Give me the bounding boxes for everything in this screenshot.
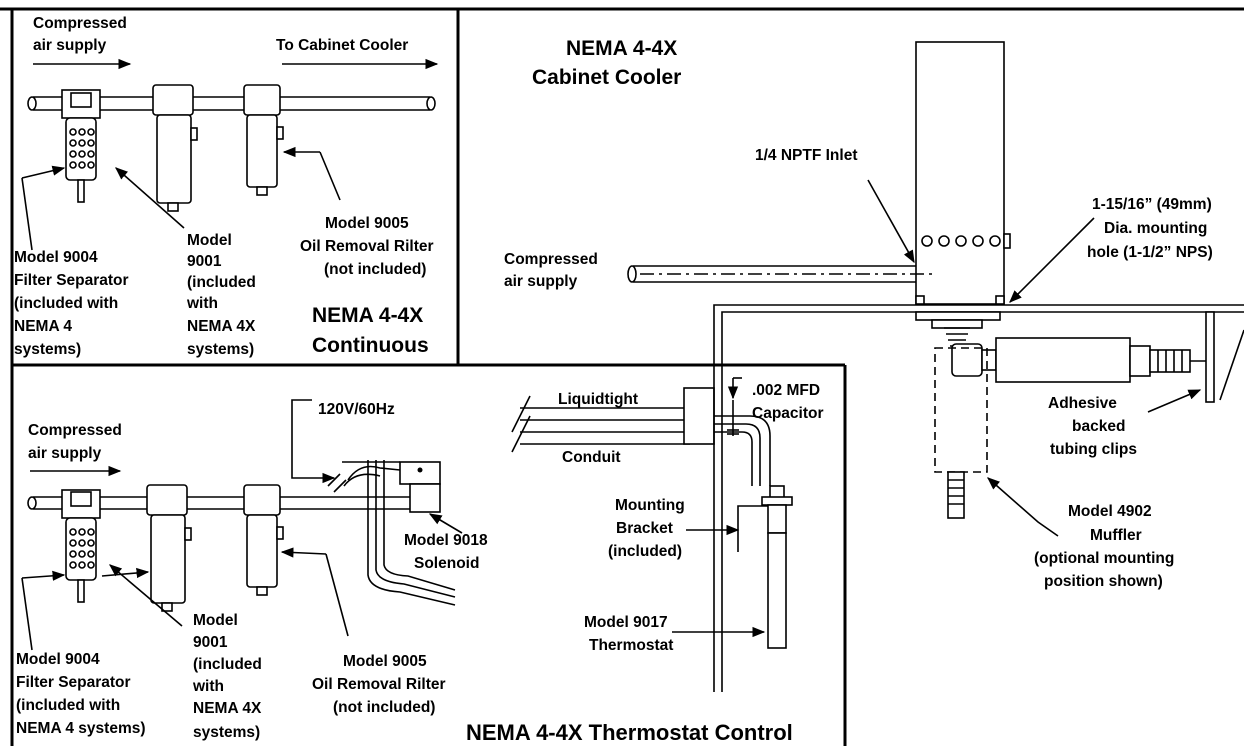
p2-conduit — [511, 387, 771, 486]
p1-filter-sep-l4: NEMA 4 — [14, 318, 72, 335]
p1-filter-sep-l1: Model 9004 — [14, 249, 98, 266]
p1-filter-sep-l5: systems) — [14, 341, 81, 358]
p2-air-in-line1: Compressed — [28, 422, 122, 439]
p2-9001-l1: Model — [193, 612, 238, 629]
p2-filter-9005 — [243, 484, 284, 596]
p3-mount-hole-l1: 1-15/16” (49mm) — [1092, 196, 1212, 213]
p2-9001-l6: systems) — [193, 724, 260, 741]
p1-9001-l6: systems) — [187, 341, 254, 358]
p3-clips-l1: Adhesive — [1048, 395, 1117, 412]
p2-filter-sep-l1: Model 9004 — [16, 651, 100, 668]
p1-filter-sep-l3: (included with — [14, 295, 118, 312]
p1-title-l1: NEMA 4-4X — [312, 304, 423, 327]
p2-capacitor-l2: Capacitor — [752, 405, 824, 422]
p1-9005-leader — [319, 151, 341, 201]
p1-9005-l3: (not included) — [324, 261, 426, 278]
p2-solenoid-leader — [428, 513, 463, 534]
p2-solenoid — [342, 460, 456, 606]
p3-mount-hole-l3: hole (1-1/2” NPS) — [1087, 244, 1213, 261]
p2-voltage-leader — [291, 399, 336, 484]
p2-9001-l5: NEMA 4X — [193, 700, 262, 717]
p2-9001-l2: 9001 — [193, 634, 228, 651]
p1-9005-l1: Model 9005 — [325, 215, 409, 232]
p1-filter-sep-leader — [21, 177, 33, 251]
p2-liquidtight-label: Liquidtight — [558, 391, 638, 408]
p1-9001-l1: Model — [187, 232, 232, 249]
p3-title-l1: NEMA 4-4X — [566, 37, 677, 60]
panel-frames — [0, 7, 1244, 746]
p1-filter-9005 — [243, 84, 284, 196]
p2-solenoid-l1: Model 9018 — [404, 532, 488, 549]
p1-9001-leader — [115, 167, 185, 229]
p2-solenoid-l2: Solenoid — [414, 555, 479, 572]
panel-continuous: Compressed air supply To Cabinet Cooler — [14, 15, 439, 358]
p1-9001-l4: with — [186, 295, 218, 312]
p1-filter-sep-l2: Filter Separator — [14, 272, 129, 289]
p3-muffler-leader — [987, 477, 1059, 537]
p2-voltage-label: 120V/60Hz — [318, 401, 395, 418]
p1-title-l2: Continuous — [312, 334, 429, 357]
p3-muffler-l1: Model 4902 — [1068, 503, 1152, 520]
p2-9005-l2: Oil Removal Rilter — [312, 676, 446, 693]
p1-air-pipe — [27, 96, 436, 111]
panel-thermostat: Compressed air supply 120V/60Hz — [16, 377, 824, 745]
p3-muffler — [934, 311, 1244, 519]
p3-clips-l2: backed — [1072, 418, 1125, 435]
p2-9001-l4: with — [192, 678, 224, 695]
p1-9005-l2: Oil Removal Rilter — [300, 238, 434, 255]
p2-bracket-l1: Mounting — [615, 497, 685, 514]
p2-thermostat-l1: Model 9017 — [584, 614, 668, 631]
p2-air-in-line2: air supply — [28, 445, 102, 462]
p2-9001-l3: (included — [193, 656, 262, 673]
p1-filter-9001 — [152, 84, 198, 212]
p2-thermostat — [737, 485, 793, 649]
p2-bracket-l2: Bracket — [616, 520, 673, 537]
p2-conduit-label: Conduit — [562, 449, 621, 466]
p1-to-cooler-label: To Cabinet Cooler — [276, 37, 408, 54]
panel-cooler: NEMA 4-4X Cabinet Cooler — [504, 37, 1244, 692]
p2-filter-sep-leader — [21, 577, 33, 651]
p1-9001-l3: (included — [187, 274, 256, 291]
p3-clips-l3: tubing clips — [1050, 441, 1137, 458]
p3-inlet-label: 1/4 NPTF Inlet — [755, 147, 858, 164]
p2-9005-leader — [325, 553, 349, 637]
p2-filter-9001 — [146, 484, 192, 612]
p3-muffler-l3: (optional mounting — [1034, 550, 1174, 567]
p2-air-pipe — [27, 473, 440, 510]
p3-mount-hole-l2: Dia. mounting — [1104, 220, 1207, 237]
p1-air-in-line1: Compressed — [33, 15, 127, 32]
p3-air-in-l1: Compressed — [504, 251, 598, 268]
p2-filter-sep-l2: Filter Separator — [16, 674, 131, 691]
p2-capacitor-l1: .002 MFD — [752, 382, 820, 399]
p1-9001-l2: 9001 — [187, 253, 222, 270]
p2-bracket-l3: (included) — [608, 543, 682, 560]
p3-inlet-leader — [867, 179, 915, 264]
p1-filter-separator — [61, 89, 101, 203]
p3-clips-leader — [1147, 389, 1202, 413]
p3-muffler-l4: position shown) — [1044, 573, 1163, 590]
p2-9005-l3: (not included) — [333, 699, 435, 716]
p2-thermostat-l2: Thermostat — [589, 637, 673, 654]
p2-9001-leader — [109, 564, 183, 627]
p2-filter-sep-l3: (included with — [16, 697, 120, 714]
p3-air-in-l2: air supply — [504, 273, 578, 290]
p3-muffler-l2: Muffler — [1090, 527, 1142, 544]
p2-title: NEMA 4-4X Thermostat Control — [466, 720, 793, 745]
p1-air-in-line2: air supply — [33, 37, 107, 54]
p3-cooler-body — [915, 41, 1011, 347]
p3-title-l2: Cabinet Cooler — [532, 66, 681, 89]
p1-9001-l5: NEMA 4X — [187, 318, 256, 335]
p2-filter-sep-l4: NEMA 4 systems) — [16, 720, 146, 737]
p3-air-pipe — [627, 265, 936, 283]
p2-bracket — [737, 505, 768, 552]
p2-9005-l1: Model 9005 — [343, 653, 427, 670]
p2-filter-separator — [61, 489, 101, 603]
p3-mount-hole-leader — [1009, 217, 1095, 303]
p3-cabinet-wall — [713, 304, 1244, 692]
